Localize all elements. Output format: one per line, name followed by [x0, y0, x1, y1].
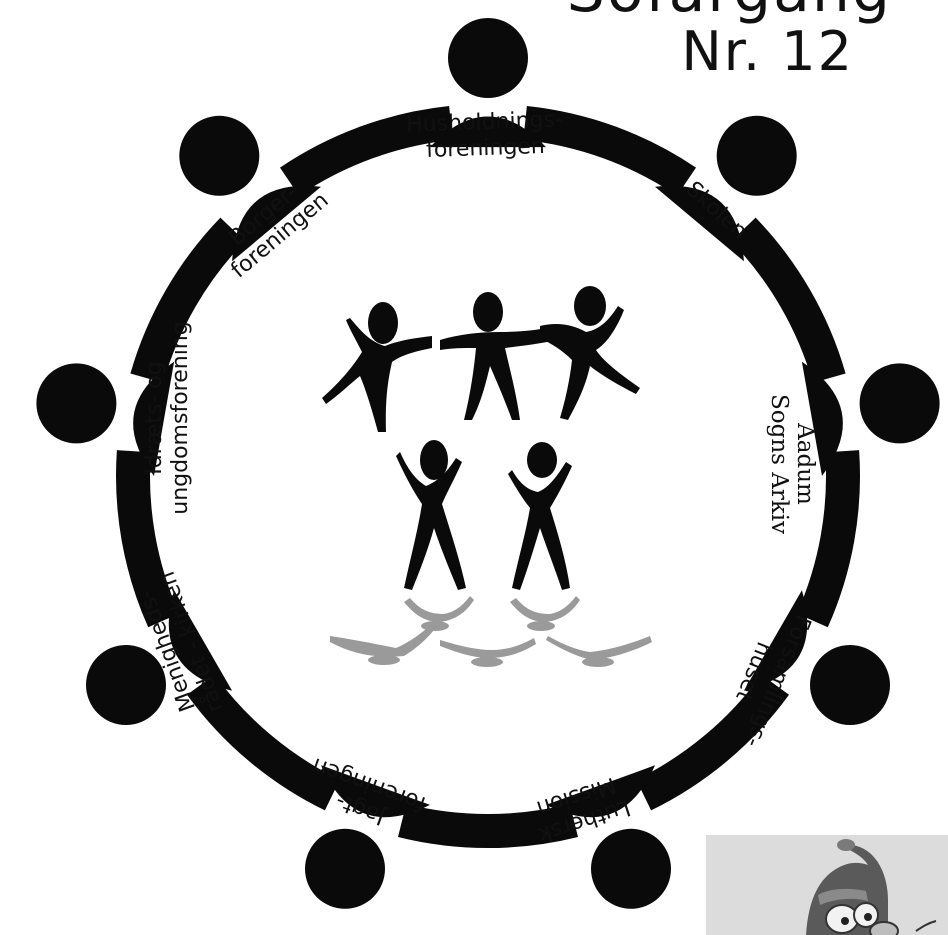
member-label-line: Sogns Arkiv	[766, 394, 792, 534]
dancer-figure	[396, 440, 466, 590]
member-label-husholdningsforeningen: Husholdnings- foreningen	[394, 107, 576, 165]
member-label-line: Aadum	[792, 394, 818, 534]
dancing-people-icon	[322, 286, 652, 667]
title-line-2: Nr. 12	[681, 20, 854, 83]
reflection-shadow	[330, 596, 652, 667]
ring-person-head	[717, 116, 797, 196]
ring-person-head	[179, 116, 259, 196]
member-label-line: ungdomsforening	[168, 318, 194, 518]
mascot-icon	[706, 835, 948, 935]
ring-person-head	[36, 363, 116, 443]
dancer-figure	[440, 292, 556, 420]
member-label-idraetsforening: Idræts- og ungdomsforening	[142, 318, 194, 518]
ring-person-head	[305, 829, 385, 909]
dancer-figure	[508, 442, 572, 590]
member-label-aadum-sogns-arkiv: Aadum Sogns Arkiv	[766, 394, 818, 534]
ring-person-head	[591, 829, 671, 909]
ring-person-head	[860, 363, 940, 443]
member-label-line: Idræts- og	[142, 318, 168, 518]
dancer-figure	[540, 286, 640, 420]
dancer-figure	[322, 302, 432, 432]
ring-person-head	[448, 18, 528, 98]
ring-person-head	[810, 645, 890, 725]
ring-person-head	[86, 645, 166, 725]
